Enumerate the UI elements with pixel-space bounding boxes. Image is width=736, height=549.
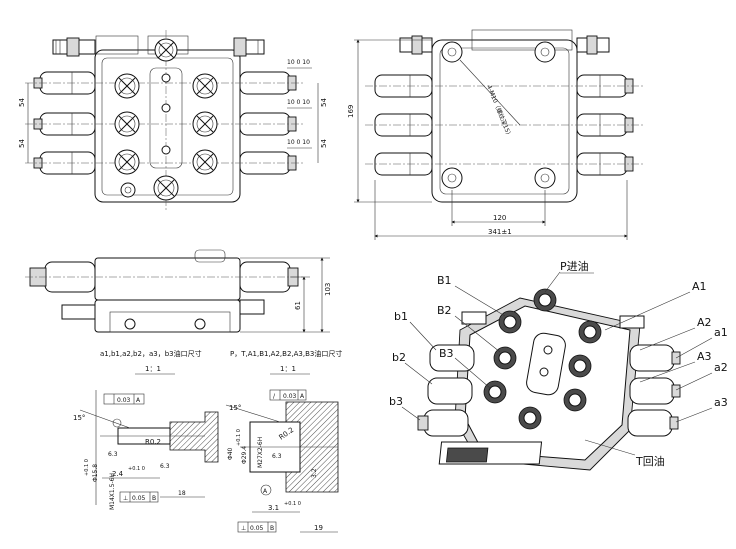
detail-p-dia: Φ29.4 xyxy=(241,446,248,464)
dim-169: 169 xyxy=(347,105,355,118)
top-view-ports xyxy=(114,38,218,201)
detail-a-ra2: 6.3 xyxy=(108,451,118,458)
detail-a-r02: R0.2 xyxy=(145,438,161,446)
detail-p-perp-tol: 0.05 xyxy=(250,525,264,532)
detail-p-depth-tol: +0.1 0 xyxy=(284,501,301,507)
bottom-top-fitting-right xyxy=(576,35,610,55)
detail-a-ref: A xyxy=(136,397,141,404)
port-p-caption: P，T,A1,B1,A2,B2,A3,B3油口尺寸 xyxy=(230,349,342,358)
callout-a3: a3 xyxy=(714,396,728,409)
detail-p-perp-sym: ⊥ xyxy=(241,525,246,532)
callout-a2: a2 xyxy=(714,361,728,374)
hole-note: 4-M10（螺纹深15） xyxy=(485,84,514,139)
detail-a-len: 18 xyxy=(178,490,186,497)
dim-54-right-b: 54 xyxy=(320,139,328,148)
detail-a-angle: 15° xyxy=(73,414,85,422)
detail-a-depth: 2.4 xyxy=(112,470,124,478)
iso-leaders xyxy=(401,271,713,456)
detail-a-depth-tol: +0.1 0 xyxy=(128,466,145,472)
detail-p-tol: 0.03 xyxy=(283,393,297,400)
callout-b2: b2 xyxy=(392,351,406,364)
bottom-view: 4-M10（螺纹深15） 169 120 341±1 xyxy=(347,29,645,240)
callout-a1: a1 xyxy=(714,326,728,339)
detail-a-perp-ref: B xyxy=(152,495,156,502)
detail-a-perp-sym: ⊥ xyxy=(123,495,128,502)
top-inlet-fitting-right xyxy=(233,37,265,57)
bottom-top-fitting-left xyxy=(399,35,433,55)
top-inlet-fitting-left xyxy=(52,37,96,57)
port-p-scale: 1：1 xyxy=(280,365,296,373)
detail-p-ra: 6.3 xyxy=(272,453,282,460)
detail-p-len: 19 xyxy=(314,524,323,532)
callout-b1: b1 xyxy=(394,310,408,323)
detail-large-port: 15° / 0.03 A R0.2 Φ40 Φ29.4 +0.1 0 M27X2… xyxy=(225,389,339,533)
detail-p-perp-ref: B xyxy=(270,525,274,532)
detail-a-ra: 6.3 xyxy=(160,463,170,470)
front-view: 103 61 xyxy=(25,249,332,333)
detail-p-datum: A xyxy=(263,488,268,495)
detail-p-dia40: Φ40 xyxy=(227,447,234,460)
callout-A2: A2 xyxy=(697,316,712,329)
dim-120: 120 xyxy=(493,214,506,222)
detail-a-thread: M14X1.5-6H xyxy=(109,473,116,510)
detail-a-perp-tol: 0.05 xyxy=(132,495,146,502)
callout-A3: A3 xyxy=(697,350,712,363)
detail-a-dia-tol: +0.1 0 xyxy=(84,459,90,476)
dim-61: 61 xyxy=(294,301,302,310)
callout-b3: b3 xyxy=(389,395,403,408)
detail-p-angle: 15° xyxy=(229,404,241,412)
spool-cylinders-right xyxy=(239,71,297,175)
detail-p-dia-tol: +0.1 0 xyxy=(236,429,242,446)
dim-54-right-a: 54 xyxy=(320,98,328,107)
callout-t-return: T回油 xyxy=(635,454,665,468)
detail-p-flat-sym: / xyxy=(273,393,276,400)
detail-p-thread: M27X2-6H xyxy=(257,437,264,468)
port-a-caption: a1,b1,a2,b2，a3，b3油口尺寸 xyxy=(100,349,202,358)
detail-p-ref: A xyxy=(300,393,305,400)
callout-B2: B2 xyxy=(437,304,452,317)
callout-p-inlet: P进油 xyxy=(560,259,589,273)
dim-341: 341±1 xyxy=(488,228,512,236)
dim-103: 103 xyxy=(324,283,332,296)
detail-small-port: 15° 0.03 A R0.2 6.3 6.3 2.4 +0.1 0 Φ15.8… xyxy=(73,390,219,510)
dim-54-left-b: 54 xyxy=(18,139,26,148)
detail-a-tol: 0.03 xyxy=(117,397,131,404)
port-a-scale: 1：1 xyxy=(145,365,161,373)
detail-a-dia: Φ15.8 xyxy=(92,464,99,482)
callout-A1: A1 xyxy=(692,280,707,293)
dim-54-left-a: 54 xyxy=(18,98,26,107)
iso-cylinders-left xyxy=(417,311,487,437)
detail-p-ra2: 3.2 xyxy=(311,468,318,478)
detail-p-depth: 3.1 xyxy=(268,504,279,512)
callout-B1: B1 xyxy=(437,274,452,287)
isometric-view: P进油 A1 A2 A3 a1 a2 a3 B1 B2 B3 b1 b2 b3 … xyxy=(389,259,728,471)
dim-10-0-10-a: 10 0 10 xyxy=(287,59,310,66)
spool-cylinders-left xyxy=(33,71,96,175)
callout-B3: B3 xyxy=(439,347,454,360)
iso-ports xyxy=(483,288,602,430)
dim-10-0-10-c: 10 0 10 xyxy=(287,139,310,146)
dim-10-0-10-b: 10 0 10 xyxy=(287,99,310,106)
mounting-holes xyxy=(441,41,556,189)
top-view: 54 54 54 54 10 0 10 10 0 10 10 0 10 xyxy=(18,30,328,210)
